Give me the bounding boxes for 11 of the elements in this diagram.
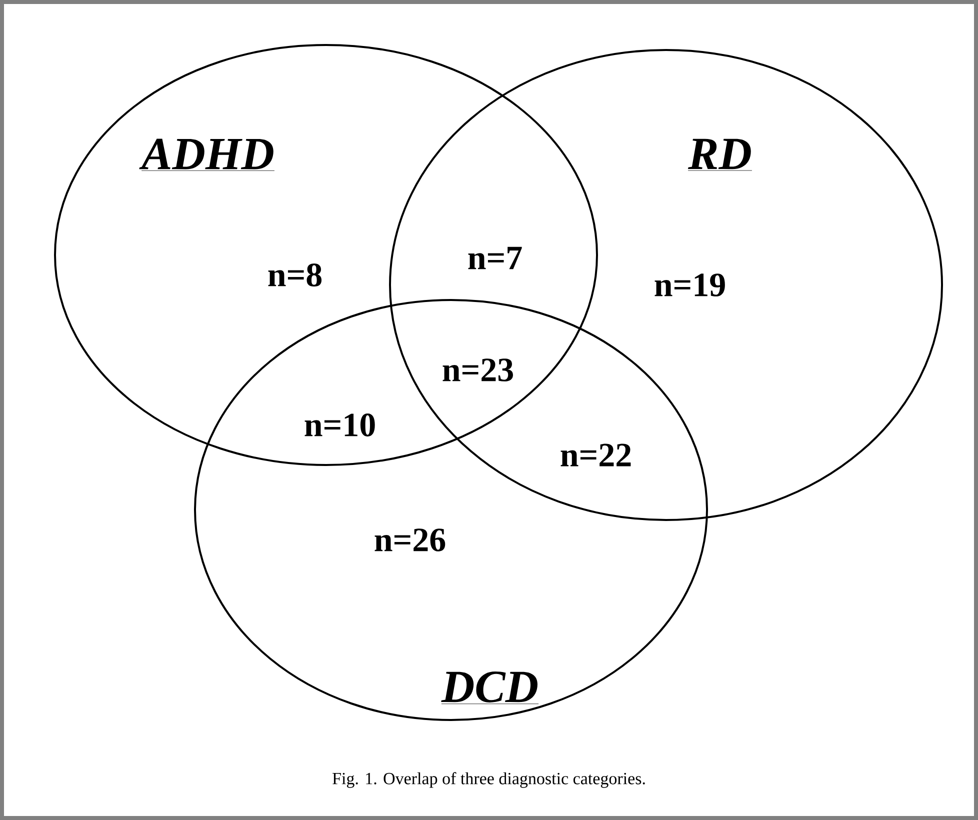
set-heading: DCD xyxy=(441,672,539,704)
region-count: n=22 xyxy=(560,444,631,466)
region-count: n=8 xyxy=(268,264,322,286)
region-count: n=19 xyxy=(654,274,725,296)
region-count: n=10 xyxy=(304,414,375,436)
region-count: n=23 xyxy=(442,358,513,382)
caption: Fig. 1. Overlap of three diagnostic categories. xyxy=(332,772,645,788)
region-count: n=7 xyxy=(468,246,522,270)
set-heading: ADHD xyxy=(139,138,275,171)
region-count: n=26 xyxy=(374,528,446,552)
set-heading: RD xyxy=(688,138,752,171)
